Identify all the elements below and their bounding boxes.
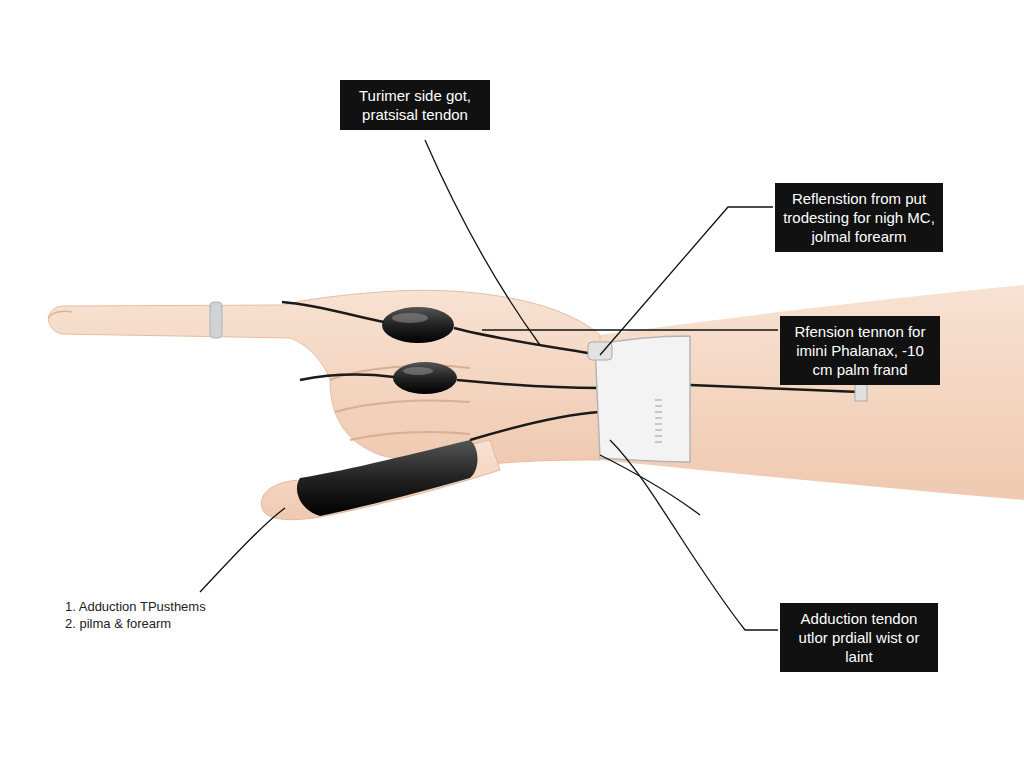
callout-text: Reflenstion from put trodesting for nigh… xyxy=(783,189,935,246)
hand xyxy=(49,290,601,467)
callout-box: Adduction tendon utlor prdiall wist or l… xyxy=(780,603,938,672)
finger-crease xyxy=(335,400,470,412)
finger-sensor xyxy=(382,307,454,343)
thumb-sensor xyxy=(297,440,478,516)
thumb xyxy=(261,440,500,520)
callout-text: Turimer side got, pratsisal tendon xyxy=(348,86,482,124)
sensor-wires xyxy=(282,302,860,440)
fingernail xyxy=(48,311,72,318)
sensor-highlight xyxy=(403,367,433,375)
note-text: 1. Adduction TPusthems xyxy=(65,599,206,615)
finger-sensor xyxy=(393,362,457,394)
callout-box: Reflenstion from put trodesting for nigh… xyxy=(775,183,943,252)
callout-text: Rfension tennon for imini Phalanax, -10 … xyxy=(788,322,932,379)
finger-crease xyxy=(350,432,470,440)
callout-box: Turimer side got, pratsisal tendon xyxy=(340,80,490,130)
sensor-highlight xyxy=(392,313,428,323)
leader-lines xyxy=(200,140,778,630)
callout-box: Rfension tennon for imini Phalanax, -10 … xyxy=(780,316,940,385)
wire-connector xyxy=(855,383,867,401)
band-ticks xyxy=(655,400,662,442)
finger-ring xyxy=(210,302,222,338)
callout-text: Adduction tendon utlor prdiall wist or l… xyxy=(788,609,930,666)
note-text: 2. pilma & forearm xyxy=(65,616,171,632)
